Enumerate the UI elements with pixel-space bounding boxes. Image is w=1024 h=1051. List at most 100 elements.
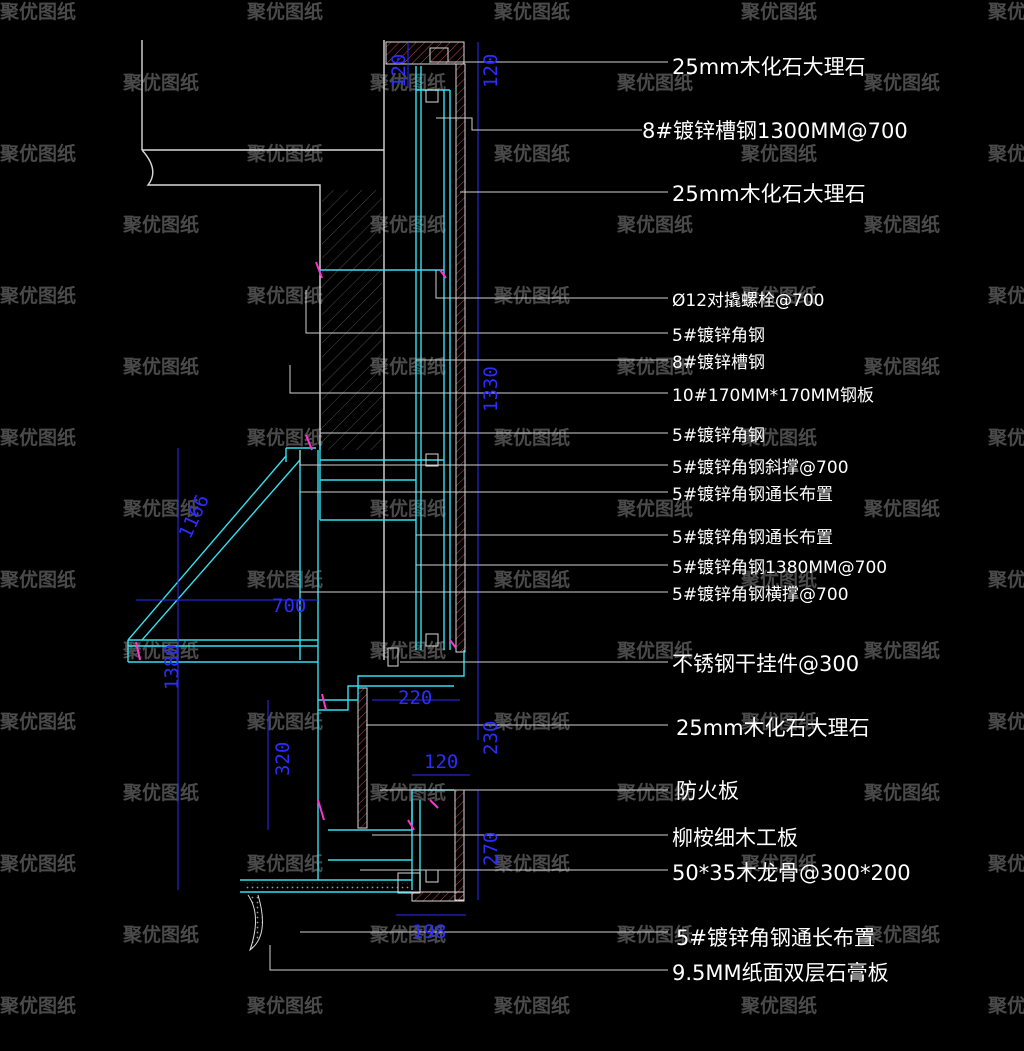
label-stainless-hanger: 不锈钢干挂件@300 — [672, 652, 859, 676]
watermark-text: 聚优图纸 — [616, 923, 693, 946]
dim-120-right: 120 — [480, 54, 502, 88]
label-continuous-2: 5#镀锌角钢通长布置 — [672, 528, 833, 548]
watermark-text: 聚优图纸 — [122, 213, 199, 236]
watermark-text: 聚优图纸 — [246, 426, 323, 449]
watermark-text: 聚优图纸 — [369, 781, 446, 804]
watermark-text: 聚优图纸 — [246, 142, 323, 165]
leader-lines — [269, 61, 668, 971]
watermark-text: 聚优图纸 — [616, 639, 693, 662]
label-blockboard: 柳桉细木工板 — [672, 826, 798, 850]
watermark-text: 聚优图纸 — [369, 213, 446, 236]
watermark-text: 聚优图纸 — [122, 355, 199, 378]
concrete-structure — [141, 40, 385, 660]
label-angle-steel-2: 5#镀锌角钢 — [672, 426, 765, 446]
label-steel-plate: 10#170MM*170MM钢板 — [672, 386, 874, 406]
watermark-text: 聚优图纸 — [246, 284, 323, 307]
watermark-text: 聚优图纸 — [740, 710, 817, 733]
label-channel-steel: 8#镀锌槽钢 — [672, 353, 765, 373]
watermark-text: 聚优图纸 — [740, 994, 817, 1017]
watermark-text: 聚优图纸 — [863, 639, 940, 662]
label-marble-face: 25mm木化石大理石 — [672, 182, 866, 206]
watermark-text: 聚优图纸 — [740, 852, 817, 875]
label-marble-top: 25mm木化石大理石 — [672, 55, 866, 79]
dim-120-left: 120 — [388, 54, 410, 88]
label-angle-1380: 5#镀锌角钢1380MM@700 — [672, 558, 887, 578]
watermark-text: 聚优图纸 — [740, 426, 817, 449]
label-wood-keel: 50*35木龙骨@300*200 — [672, 861, 911, 885]
annotation-labels: 25mm木化石大理石 8#镀锌槽钢1300MM@700 25mm木化石大理石 Ø… — [642, 55, 911, 985]
watermark-text: 聚优图纸 — [493, 852, 570, 875]
watermark-text: 聚优图纸 — [0, 994, 76, 1017]
watermark-text: 聚优图纸 — [246, 568, 323, 591]
watermark-text: 聚优图纸 — [616, 71, 693, 94]
watermark-text: 聚优图纸 — [863, 355, 940, 378]
dim-1330: 1330 — [480, 366, 502, 412]
watermark-text: 聚优图纸 — [740, 568, 817, 591]
watermark-text: 聚优图纸 — [863, 71, 940, 94]
dim-1380: 1380 — [161, 644, 183, 690]
watermark-text: 聚优图纸 — [987, 284, 1024, 307]
stone-cladding — [357, 41, 466, 902]
watermark-text: 聚优图纸 — [616, 355, 693, 378]
label-continuous-3: 5#镀锌角钢通长布置 — [676, 926, 875, 950]
dimension-texts: 120 120 1330 1166 700 1380 220 230 320 1… — [161, 54, 502, 943]
watermark-text: 聚优图纸 — [740, 284, 817, 307]
label-gypsum: 9.5MM纸面双层石膏板 — [672, 961, 889, 985]
watermark-text: 聚优图纸 — [122, 71, 199, 94]
watermark-text: 聚优图纸 — [369, 923, 446, 946]
label-angle-steel-1: 5#镀锌角钢 — [672, 326, 765, 346]
dim-220: 220 — [398, 687, 432, 709]
watermark-text: 聚优图纸 — [246, 852, 323, 875]
label-marble-lower: 25mm木化石大理石 — [676, 716, 870, 740]
ceiling-break — [247, 894, 263, 952]
watermark-text: 聚优图纸 — [616, 213, 693, 236]
watermark-text: 聚优图纸 — [122, 639, 199, 662]
watermark-text: 聚优图纸 — [493, 568, 570, 591]
watermark-text: 聚优图纸 — [493, 426, 570, 449]
watermark-text: 聚优图纸 — [122, 781, 199, 804]
watermark-text: 聚优图纸 — [246, 0, 323, 23]
watermark-text: 聚优图纸 — [0, 142, 76, 165]
label-channel-steel-1300: 8#镀锌槽钢1300MM@700 — [642, 119, 908, 143]
watermark-text: 聚优图纸 — [0, 710, 76, 733]
watermark-text: 聚优图纸 — [0, 568, 76, 591]
watermark-text: 聚优图纸 — [987, 568, 1024, 591]
watermark-text: 聚优图纸 — [863, 497, 940, 520]
watermark-text: 聚优图纸 — [863, 213, 940, 236]
watermark-text: 聚优图纸 — [616, 781, 693, 804]
watermark-text: 聚优图纸 — [0, 852, 76, 875]
watermark-text: 聚优图纸 — [246, 710, 323, 733]
watermark-text: 聚优图纸 — [616, 497, 693, 520]
dim-198: 198 — [412, 921, 446, 943]
watermark-text: 聚优图纸 — [369, 497, 446, 520]
watermark-text: 聚优图纸 — [493, 994, 570, 1017]
watermark-text: 聚优图纸 — [987, 142, 1024, 165]
wall-hatch — [322, 190, 382, 450]
watermark-text: 聚优图纸 — [0, 426, 76, 449]
watermark-text: 聚优图纸 — [863, 781, 940, 804]
magenta-anchors — [135, 261, 457, 831]
watermark-text: 聚优图纸 — [987, 710, 1024, 733]
watermark-text: 聚优图纸 — [493, 710, 570, 733]
watermark-text: 聚优图纸 — [246, 994, 323, 1017]
label-diagonal-brace: 5#镀锌角钢斜撑@700 — [672, 458, 849, 478]
watermark-text: 聚优图纸 — [987, 426, 1024, 449]
dim-700: 700 — [272, 595, 306, 617]
dim-230: 230 — [480, 721, 502, 755]
dimension-lines — [136, 42, 479, 916]
watermark-text: 聚优图纸 — [369, 355, 446, 378]
dim-320: 320 — [272, 742, 294, 776]
watermark-text: 聚优图纸 — [987, 852, 1024, 875]
watermark-text: 聚优图纸 — [122, 497, 199, 520]
watermark-text: 聚优图纸 — [369, 639, 446, 662]
steel-framing — [127, 66, 465, 893]
gypsum-board — [244, 883, 412, 891]
watermark-text: 聚优图纸 — [740, 0, 817, 23]
watermark-text: 聚优图纸 — [740, 142, 817, 165]
label-continuous-1: 5#镀锌角钢通长布置 — [672, 485, 833, 505]
label-fireproof-board: 防火板 — [676, 779, 739, 803]
watermark-text: 聚优图纸 — [987, 0, 1024, 23]
watermark-text: 聚优图纸 — [122, 923, 199, 946]
watermark-text: 聚优图纸 — [493, 284, 570, 307]
